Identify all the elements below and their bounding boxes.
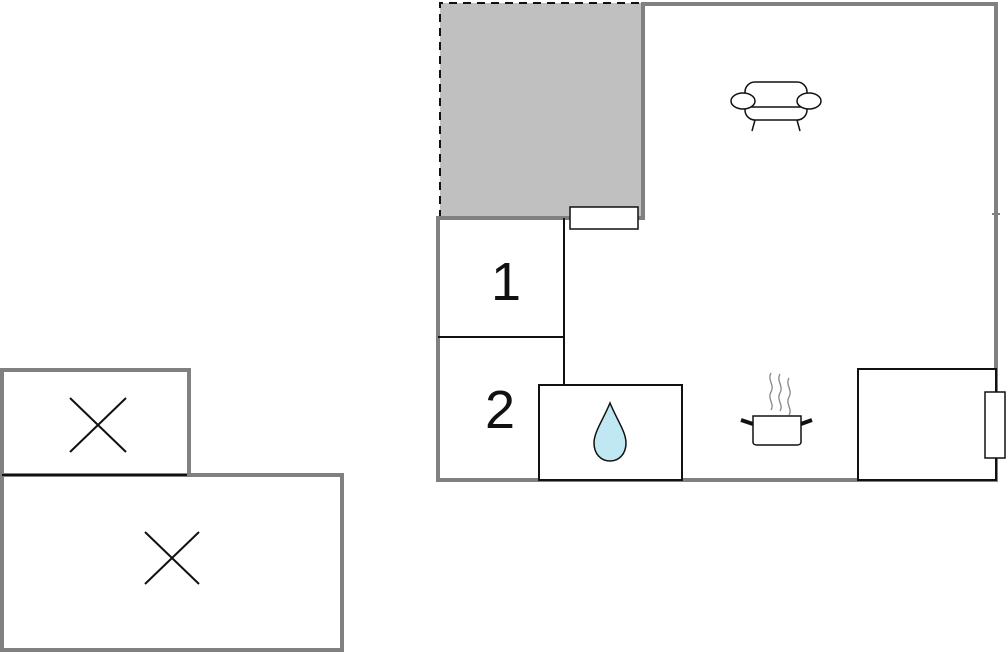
outbuilding-lower-room: [0, 473, 344, 652]
terrace-dashed-edge: [439, 2, 680, 218]
water-drop-icon: [593, 401, 627, 462]
cross-mark-icon: [69, 397, 127, 453]
cooking-pot-icon: [740, 372, 813, 446]
main-building: 1 2: [436, 2, 1006, 482]
side-door: [984, 391, 1006, 459]
outbuilding: [0, 368, 344, 652]
room-label-1: 1: [491, 252, 521, 312]
room-label-2: 2: [485, 380, 515, 440]
cross-mark-icon: [144, 531, 200, 585]
sofa-icon: [730, 81, 822, 132]
storage-room: [857, 368, 997, 481]
terrace-door: [569, 206, 639, 230]
terrace: [440, 3, 643, 218]
